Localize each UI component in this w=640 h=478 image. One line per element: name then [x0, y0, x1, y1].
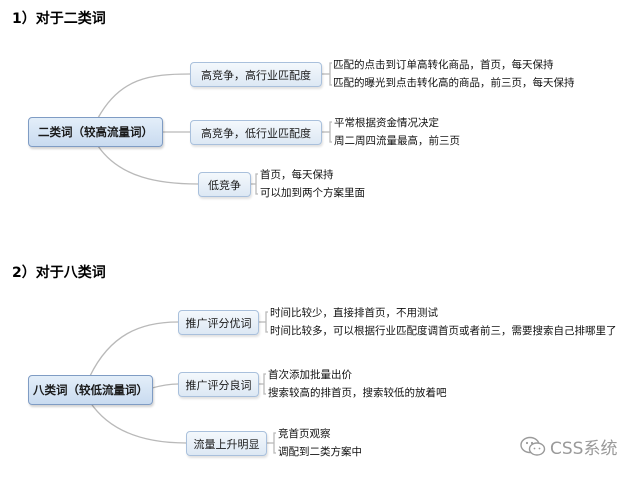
- branch-node-s1-high-low[interactable]: 高竞争，低行业匹配度: [190, 120, 322, 145]
- branch-node-s2-excellent[interactable]: 推广评分优词: [178, 310, 259, 335]
- watermark-text: CSS系统: [550, 439, 618, 459]
- bracket-s1-n3: [255, 173, 258, 195]
- note-line: 首页，每天保持: [260, 169, 334, 181]
- bracket-s2-n3: [273, 432, 276, 454]
- note-line: 搜索较高的排首页，搜索较低的放着吧: [268, 387, 447, 399]
- connector-s1-b1: [97, 73, 191, 119]
- note-line: 时间比较多，可以根据行业匹配度调首页或者前三，需要搜索自己排哪里了: [270, 325, 617, 337]
- note-s1-low: 首页，每天保持 可以加到两个方案里面: [260, 166, 365, 202]
- branch-node-s2-traffic-rising[interactable]: 流量上升明显: [186, 431, 267, 456]
- watermark: CSS系统: [520, 434, 617, 459]
- note-line: 调配到二类方案中: [278, 446, 362, 458]
- connector-s2-b2: [151, 383, 179, 389]
- section2-heading: 2）对于八类词: [12, 265, 106, 281]
- bracket-s1-n2: [329, 121, 332, 143]
- note-line: 匹配的点击到订单高转化商品，首页，每天保持: [333, 59, 554, 71]
- branch-node-s2-good[interactable]: 推广评分良词: [178, 372, 259, 397]
- note-line: 可以加到两个方案里面: [260, 187, 365, 199]
- connector-s1-b3: [97, 145, 199, 185]
- wechat-icon: [520, 436, 546, 456]
- note-line: 首次添加批量出价: [268, 369, 352, 381]
- connector-s2-b3: [89, 401, 187, 444]
- note-line: 周二周四流量最高，前三页: [334, 135, 460, 147]
- note-s1-high-low: 平常根据资金情况决定 周二周四流量最高，前三页: [334, 114, 460, 150]
- note-line: 时间比较少，直接排首页，不用测试: [270, 307, 438, 319]
- branch-node-s1-high-high[interactable]: 高竞争，高行业匹配度: [190, 62, 322, 87]
- bracket-s1-n1: [329, 62, 332, 86]
- note-line: 匹配的曝光到点击转化高的商品，前三页，每天保持: [333, 77, 575, 89]
- note-s2-traffic-rising: 竞首页观察 调配到二类方案中: [278, 425, 362, 461]
- note-s1-high-high: 匹配的点击到订单高转化商品，首页，每天保持 匹配的曝光到点击转化高的商品，前三页…: [333, 56, 575, 92]
- connector-s2-b1: [89, 321, 179, 377]
- bracket-s2-n2: [263, 373, 266, 395]
- note-line: 竞首页观察: [278, 428, 331, 440]
- root-node-s1[interactable]: 二类词（较高流量词）: [28, 117, 163, 147]
- root-node-s2[interactable]: 八类词（较低流量词）: [28, 375, 153, 405]
- note-line: 平常根据资金情况决定: [334, 117, 439, 129]
- section1-heading: 1）对于二类词: [12, 11, 106, 27]
- note-s2-excellent: 时间比较少，直接排首页，不用测试 时间比较多，可以根据行业匹配度调首页或者前三，…: [270, 304, 617, 340]
- bracket-s2-n1: [265, 311, 268, 333]
- branch-node-s1-low[interactable]: 低竞争: [198, 172, 251, 197]
- note-s2-good: 首次添加批量出价 搜索较高的排首页，搜索较低的放着吧: [268, 366, 447, 402]
